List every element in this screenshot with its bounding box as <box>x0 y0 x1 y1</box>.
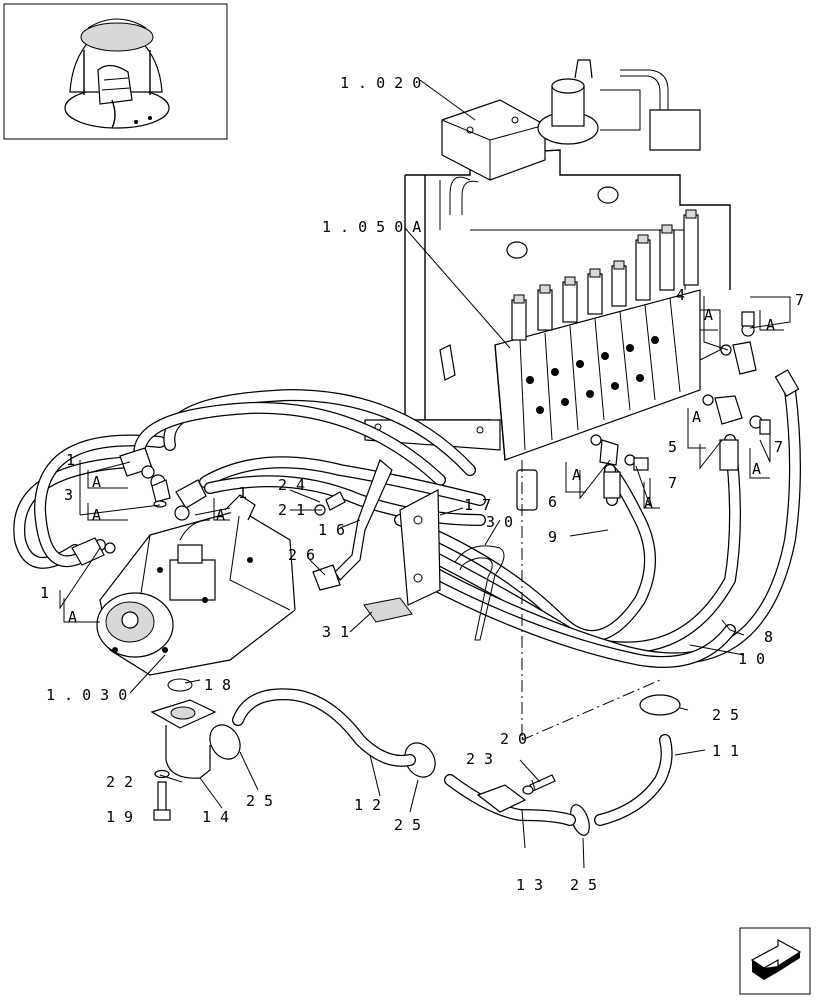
fitting-1b <box>174 479 207 521</box>
callout-21: 2 1 <box>278 501 305 519</box>
fitting-6 <box>590 434 649 471</box>
callout-7c: 7 <box>668 474 677 492</box>
marker-a-7a: A <box>766 316 775 334</box>
callout-9: 9 <box>548 528 557 546</box>
callout-17: 1 7 <box>464 496 491 514</box>
marker-a-4: A <box>704 306 713 324</box>
callout-30: 3 0 <box>486 513 513 531</box>
marker-a-6: A <box>572 466 581 484</box>
callout-1a: 1 <box>66 451 75 469</box>
next-page-arrow-icon[interactable] <box>739 927 811 995</box>
callout-12: 1 2 <box>354 796 381 814</box>
callout-22: 2 2 <box>106 773 133 791</box>
callout-25c: 2 5 <box>570 876 597 894</box>
marker-a-1c: A <box>68 608 77 626</box>
callout-19: 1 9 <box>106 808 133 826</box>
fitting-1c <box>71 537 116 566</box>
callout-11: 1 1 <box>712 742 739 760</box>
marker-a-7b: A <box>752 460 761 478</box>
callout-6: 6 <box>548 493 557 511</box>
callout-25d: 2 5 <box>712 706 739 724</box>
control-valve-assembly <box>364 59 731 511</box>
hydraulic-pump <box>96 494 296 676</box>
callout-14: 1 4 <box>202 808 229 826</box>
callout-7b: 7 <box>774 438 783 456</box>
callout-23: 2 3 <box>466 750 493 768</box>
callout-25a: 2 5 <box>246 792 273 810</box>
fitting-5 <box>702 394 771 435</box>
callout-26: 2 6 <box>288 546 315 564</box>
callout-4: 4 <box>676 286 685 304</box>
marker-a-5: A <box>692 408 701 426</box>
ref-1-020: 1 . 0 2 0 <box>340 74 421 92</box>
callout-3: 3 <box>64 486 73 504</box>
suction-piping <box>150 460 681 836</box>
callout-20: 2 0 <box>500 730 527 748</box>
ref-1-030: 1 . 0 3 0 <box>46 686 127 704</box>
callout-16: 1 6 <box>318 521 345 539</box>
callout-7a: 7 <box>795 291 804 309</box>
callout-1b: 1 <box>238 484 247 502</box>
fitting-7-ends <box>603 369 800 499</box>
a-markers <box>63 310 784 623</box>
marker-a-3: A <box>92 506 101 524</box>
callout-1c: 1 <box>40 584 49 602</box>
fittings <box>71 311 800 623</box>
callout-25b: 2 5 <box>394 816 421 834</box>
fitting-4 <box>720 311 757 375</box>
machine-overview-thumbnail <box>3 3 228 140</box>
callout-31: 3 1 <box>322 623 349 641</box>
marker-a-1: A <box>92 473 101 491</box>
fitting-3 <box>151 479 171 508</box>
callout-13: 1 3 <box>516 876 543 894</box>
ref-1-050a: 1 . 0 5 0 A <box>322 218 421 236</box>
callout-10: 1 0 <box>738 650 765 668</box>
clamp-fittings <box>312 491 413 623</box>
callout-5: 5 <box>668 438 677 456</box>
marker-a-1b: A <box>216 506 225 524</box>
leader-lines <box>59 79 791 869</box>
callout-18: 1 8 <box>204 676 231 694</box>
marker-a-7c: A <box>644 494 653 512</box>
callout-8: 8 <box>764 628 773 646</box>
callout-24: 2 4 <box>278 476 305 494</box>
hose-brackets <box>334 458 505 641</box>
